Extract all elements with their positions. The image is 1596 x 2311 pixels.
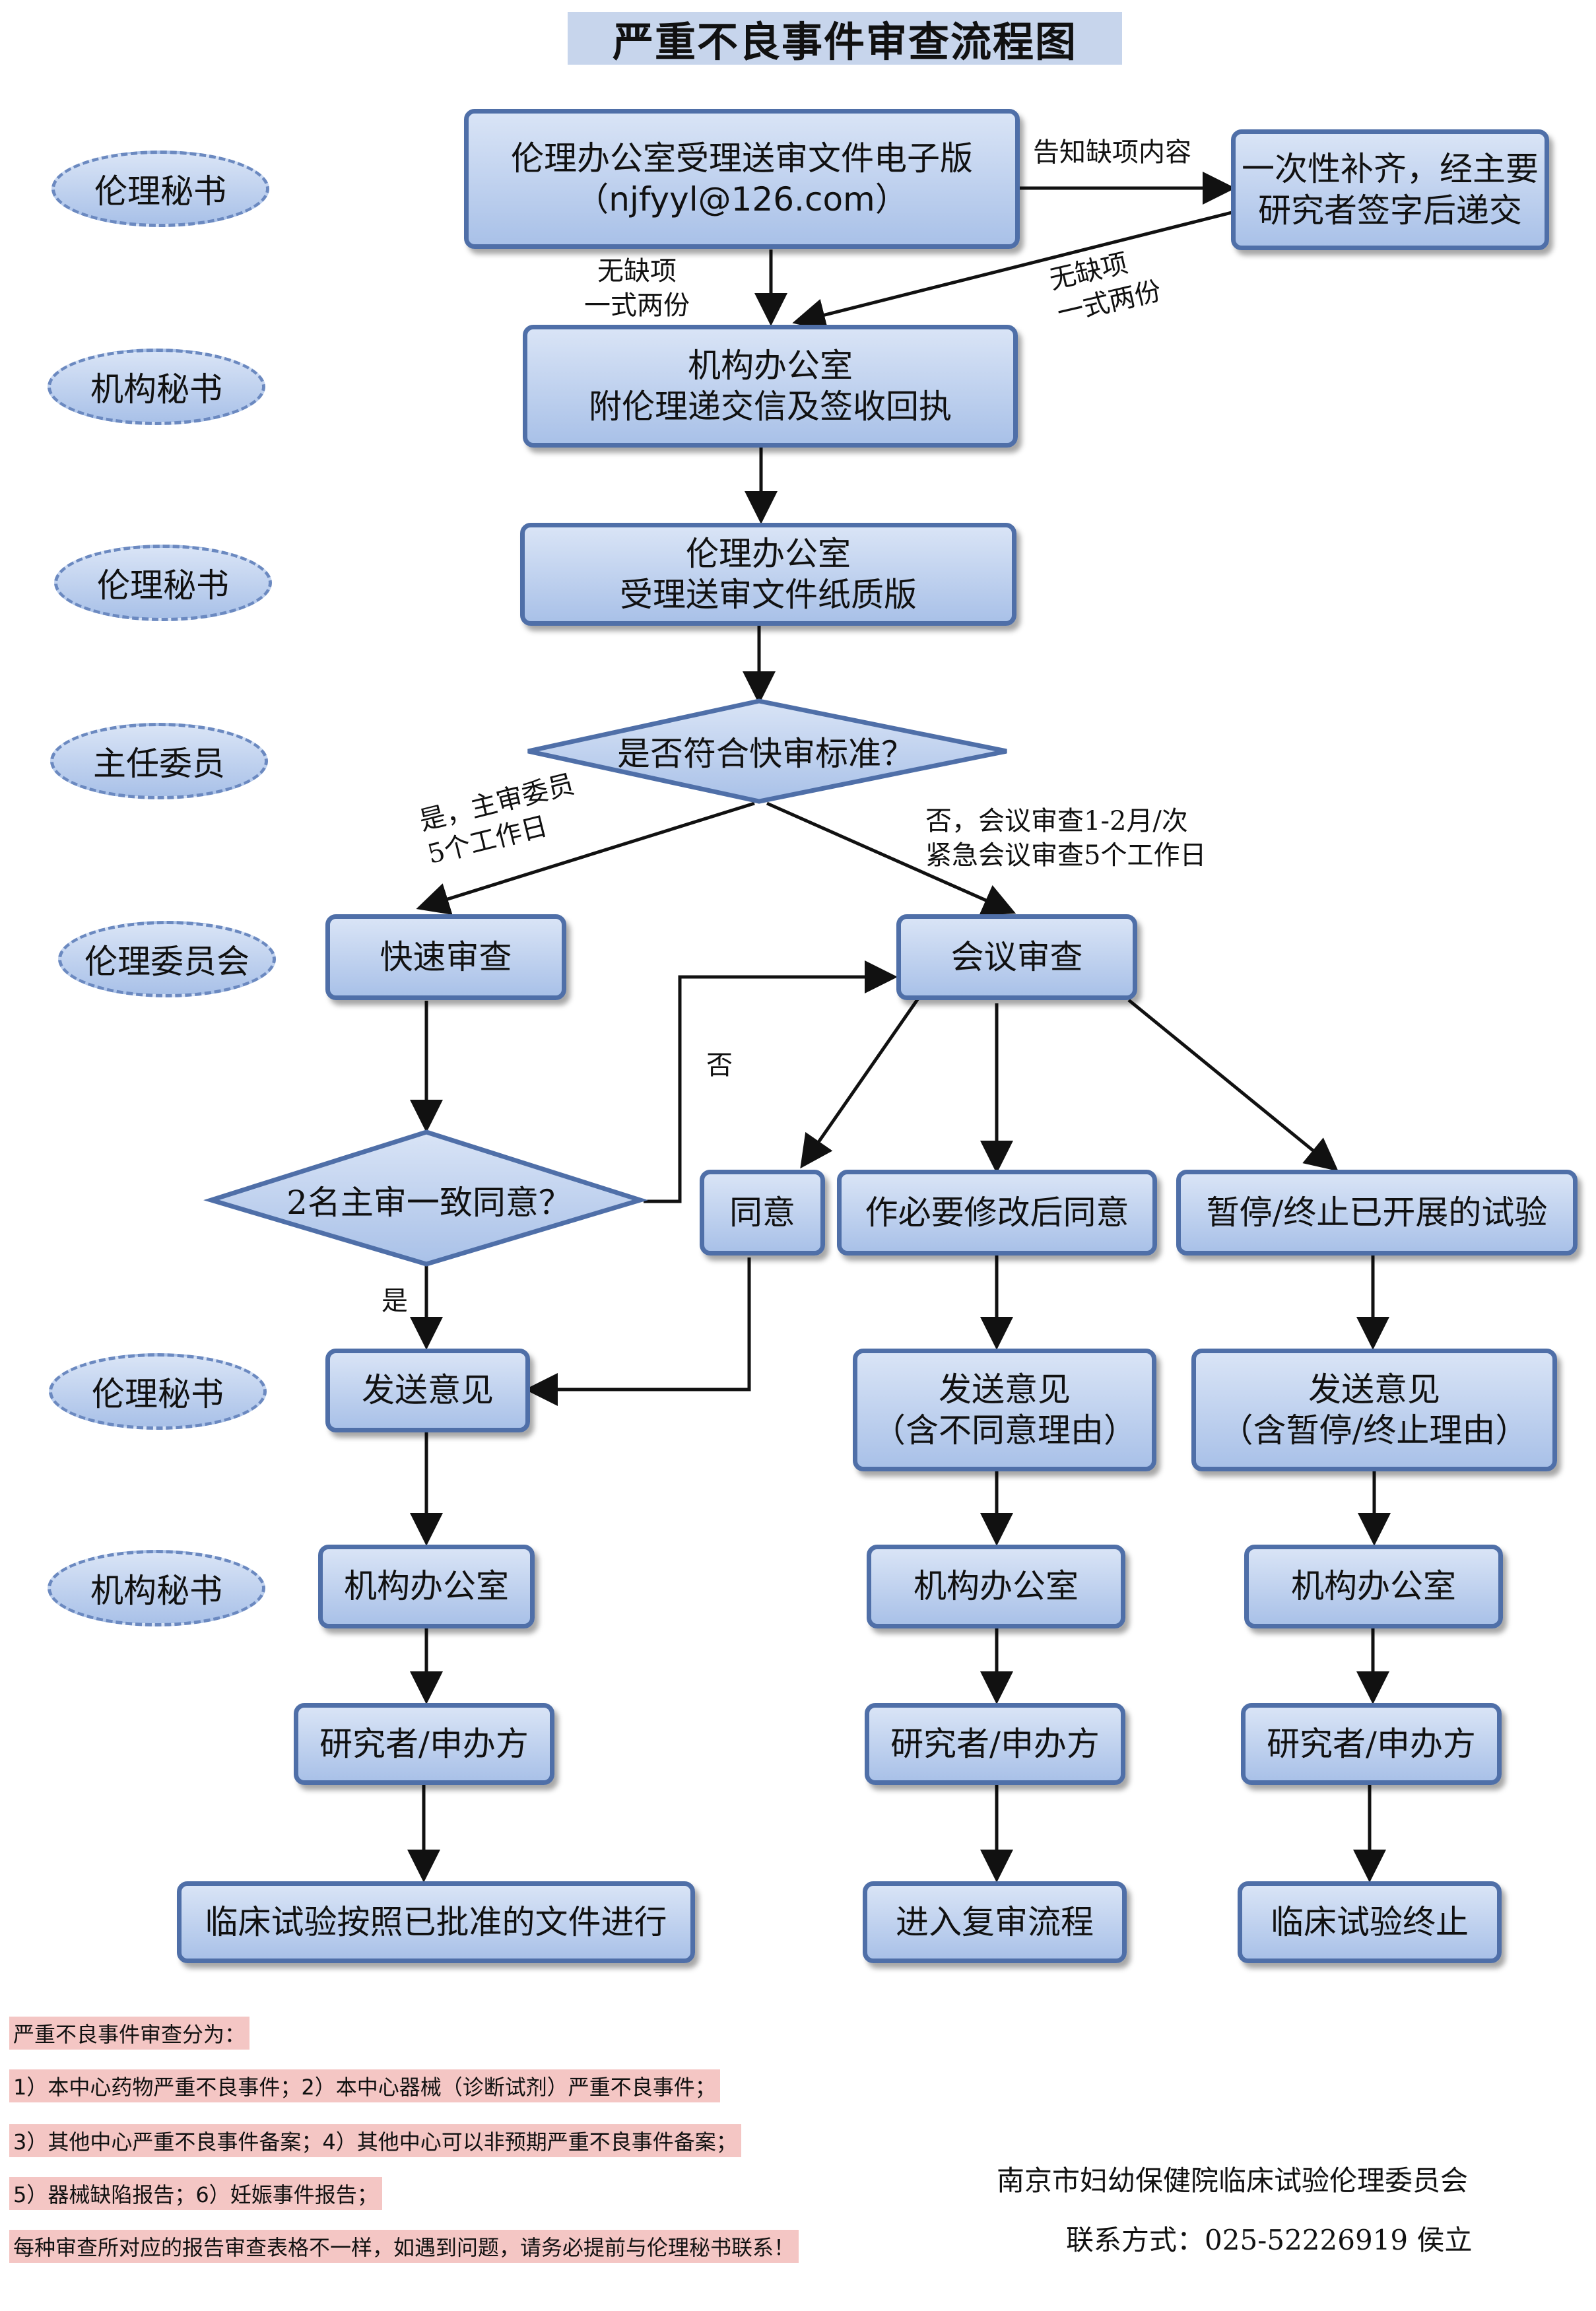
- arrow-diamond2-to-meeting: [644, 960, 898, 1203]
- diamond-two-agree-shape: [203, 1129, 648, 1267]
- box-submit-electronic-line1: 伦理办公室受理送审文件电子版: [511, 139, 973, 178]
- box-send-opinion-mid: 发送意见 （含不同意理由）: [853, 1349, 1156, 1471]
- note-line-2: 1）本中心药物严重不良事件；2）本中心器械（诊断试剂）严重不良事件；: [9, 2069, 720, 2102]
- box-researcher-mid-label: 研究者/申办方: [890, 1724, 1100, 1763]
- box-institution-office-mid: 机构办公室: [867, 1545, 1125, 1628]
- note-line-3: 3）其他中心严重不良事件备案；4）其他中心可以非预期严重不良事件备案；: [9, 2124, 741, 2157]
- label-no-missing-1-line2: 一式两份: [584, 290, 690, 321]
- role-committee-chair: 主任委员: [50, 723, 268, 799]
- box-institution-office-left-label: 机构办公室: [344, 1567, 509, 1606]
- box-institution-office-right: 机构办公室: [1244, 1545, 1503, 1628]
- box-ethics-paper-line2: 受理送审文件纸质版: [620, 576, 917, 614]
- box-researcher-right: 研究者/申办方: [1241, 1703, 1502, 1785]
- box-proceed: 临床试验按照已批准的文件进行: [177, 1881, 695, 1963]
- diamond-fast-criteria-shape: [527, 698, 1007, 804]
- box-submit-electronic: 伦理办公室受理送审文件电子版 （njfyyl@126.com）: [464, 109, 1020, 249]
- note-line-5: 每种审查所对应的报告审查表格不一样，如遇到问题，请务必提前与伦理秘书联系！: [9, 2230, 799, 2263]
- box-researcher-left: 研究者/申办方: [294, 1703, 554, 1785]
- role-institution-secretary-1: 机构秘书: [48, 349, 265, 425]
- box-terminate: 临床试验终止: [1238, 1881, 1502, 1963]
- role-ethics-secretary-2: 伦理秘书: [54, 545, 272, 621]
- arrow-meeting-to-suspend: [1127, 999, 1339, 1172]
- arrow-diamond-to-meeting: [766, 801, 1016, 916]
- box-institution-office-1: 机构办公室 附伦理递交信及签收回执: [523, 325, 1018, 448]
- role-ethics-committee: 伦理委员会: [58, 921, 276, 997]
- box-agree-label: 同意: [729, 1193, 795, 1232]
- box-ethics-paper-line1: 伦理办公室: [686, 534, 851, 573]
- box-institution-office-right-label: 机构办公室: [1291, 1567, 1456, 1606]
- box-send-opinion-right: 发送意见 （含暂停/终止理由）: [1191, 1349, 1557, 1471]
- box-researcher-right-label: 研究者/申办方: [1267, 1724, 1476, 1763]
- footer-contact: 联系方式：025-52226919 侯立: [1066, 2224, 1473, 2256]
- arrow-supplement-to-inst: [792, 211, 1232, 331]
- role-ethics-secretary-1: 伦理秘书: [51, 151, 269, 227]
- box-institution-office-left: 机构办公室: [318, 1545, 535, 1628]
- box-supplement: 一次性补齐，经主要 研究者签字后递交: [1231, 129, 1549, 250]
- box-meeting-review: 会议审查: [896, 914, 1137, 1000]
- arrow-meeting-to-agree: [800, 993, 923, 1169]
- diamond-fast-criteria: 是否符合快审标准？: [617, 735, 914, 773]
- role-ethics-secretary-3: 伦理秘书: [49, 1353, 267, 1430]
- label-notify-missing: 告知缺项内容: [1033, 137, 1191, 168]
- box-institution-office-mid-label: 机构办公室: [914, 1567, 1079, 1606]
- arrow-diamond-to-fast: [416, 801, 755, 915]
- arrow-agree-to-send: [525, 1257, 751, 1406]
- box-fast-review: 快速审查: [325, 914, 566, 1000]
- box-institution-office-1-line2: 附伦理递交信及签收回执: [589, 387, 952, 426]
- label-no-missing-1: 无缺项 一式两份: [584, 254, 690, 323]
- box-ethics-paper: 伦理办公室 受理送审文件纸质版: [520, 523, 1016, 626]
- box-researcher-left-label: 研究者/申办方: [319, 1724, 529, 1763]
- role-institution-secretary-2: 机构秘书: [48, 1550, 265, 1626]
- box-re-review: 进入复审流程: [863, 1881, 1127, 1963]
- label-yes: 是: [382, 1286, 408, 1316]
- box-send-opinion-mid-line1: 发送意见: [939, 1370, 1071, 1409]
- box-re-review-label: 进入复审流程: [896, 1902, 1094, 1941]
- box-send-opinion-right-line2: （含暂停/终止理由）: [1220, 1411, 1529, 1450]
- box-proceed-label: 临床试验按照已批准的文件进行: [205, 1902, 667, 1941]
- label-no-meeting: 否，会议审查1-2月/次 紧急会议审查5个工作日: [925, 804, 1206, 873]
- label-no-meeting-line2: 紧急会议审查5个工作日: [925, 840, 1207, 871]
- box-fast-review-label: 快速审查: [380, 937, 512, 976]
- note-line-1: 严重不良事件审查分为：: [9, 2017, 250, 2050]
- box-meeting-review-label: 会议审查: [950, 937, 1083, 976]
- box-researcher-mid: 研究者/申办方: [865, 1703, 1125, 1785]
- page-title: 严重不良事件审查流程图: [568, 12, 1122, 66]
- label-no-missing-1-line1: 无缺项: [597, 256, 677, 286]
- box-send-opinion-mid-line2: （含不同意理由）: [873, 1411, 1137, 1450]
- box-send-opinion-left: 发送意见: [325, 1349, 530, 1432]
- label-no-meeting-line1: 否，会议审查1-2月/次: [925, 806, 1188, 836]
- box-agree: 同意: [700, 1170, 825, 1256]
- note-line-4: 5）器械缺陷报告；6）妊娠事件报告；: [9, 2177, 382, 2210]
- box-suspend-label: 暂停/终止已开展的试验: [1206, 1193, 1548, 1232]
- box-supplement-line1: 一次性补齐，经主要: [1242, 150, 1539, 188]
- box-terminate-label: 临床试验终止: [1271, 1902, 1469, 1941]
- box-modify-agree-label: 作必要修改后同意: [865, 1193, 1129, 1232]
- box-supplement-line2: 研究者签字后递交: [1258, 191, 1522, 230]
- box-institution-office-1-line1: 机构办公室: [688, 346, 853, 385]
- box-submit-electronic-line2: （njfyyl@126.com）: [576, 180, 908, 218]
- box-suspend: 暂停/终止已开展的试验: [1176, 1170, 1578, 1256]
- box-send-opinion-left-label: 发送意见: [362, 1371, 494, 1410]
- box-send-opinion-right-line1: 发送意见: [1308, 1370, 1440, 1409]
- box-modify-agree: 作必要修改后同意: [837, 1170, 1157, 1256]
- label-no: 否: [706, 1050, 733, 1081]
- footer-organization: 南京市妇幼保健院临床试验伦理委员会: [997, 2164, 1469, 2197]
- diamond-two-agree: 2名主审一致同意？: [286, 1184, 572, 1222]
